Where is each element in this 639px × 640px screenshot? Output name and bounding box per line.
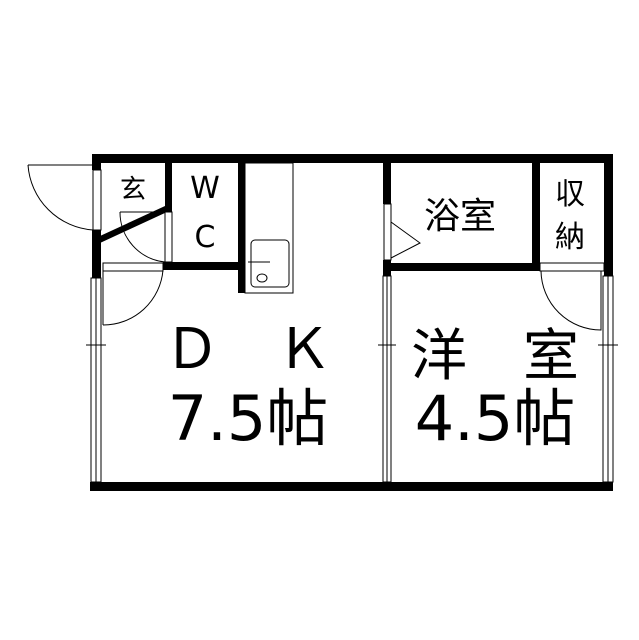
kitchen-counter [244, 162, 294, 294]
drain [256, 273, 268, 283]
walls [90, 154, 613, 491]
bath-bottom-wall [383, 263, 540, 271]
left-wall-upper [92, 154, 101, 170]
center-wall-top [383, 154, 391, 204]
wc-left-wall [165, 154, 172, 212]
entrance-door-swing [27, 164, 94, 231]
sink [250, 239, 290, 288]
top-wall [92, 154, 613, 163]
wc-label-c: C [195, 220, 216, 255]
room-labels: 玄 W C 浴室 収 納 Ｄ Ｋ 7.5帖 洋 室 4.5帖 [120, 171, 585, 455]
bath-door-swing [390, 221, 421, 259]
wc-label-w: W [190, 171, 220, 206]
storage-label-2: 納 [555, 220, 585, 255]
kitchen-wall [238, 154, 245, 293]
wc-bottom-wall [163, 262, 245, 270]
storage-wall [532, 154, 540, 271]
entrance-diagonal-wall [100, 206, 167, 243]
fixtures [27, 162, 618, 483]
western-name: 洋 室 [411, 324, 579, 389]
western-size: 4.5帖 [415, 382, 576, 455]
dk-size: 7.5帖 [168, 382, 329, 455]
bottom-wall [90, 482, 613, 491]
left-wall-mid [92, 230, 101, 278]
dk-name: Ｄ Ｋ [164, 317, 332, 382]
wc-door-swing [119, 211, 166, 263]
dk-door-swing [102, 269, 164, 326]
storage-door-swing [540, 270, 602, 331]
bath-label: 浴室 [424, 196, 496, 237]
storage-label-1: 収 [555, 177, 585, 212]
entrance-label: 玄 [120, 175, 146, 205]
right-wall-upper [604, 154, 613, 276]
